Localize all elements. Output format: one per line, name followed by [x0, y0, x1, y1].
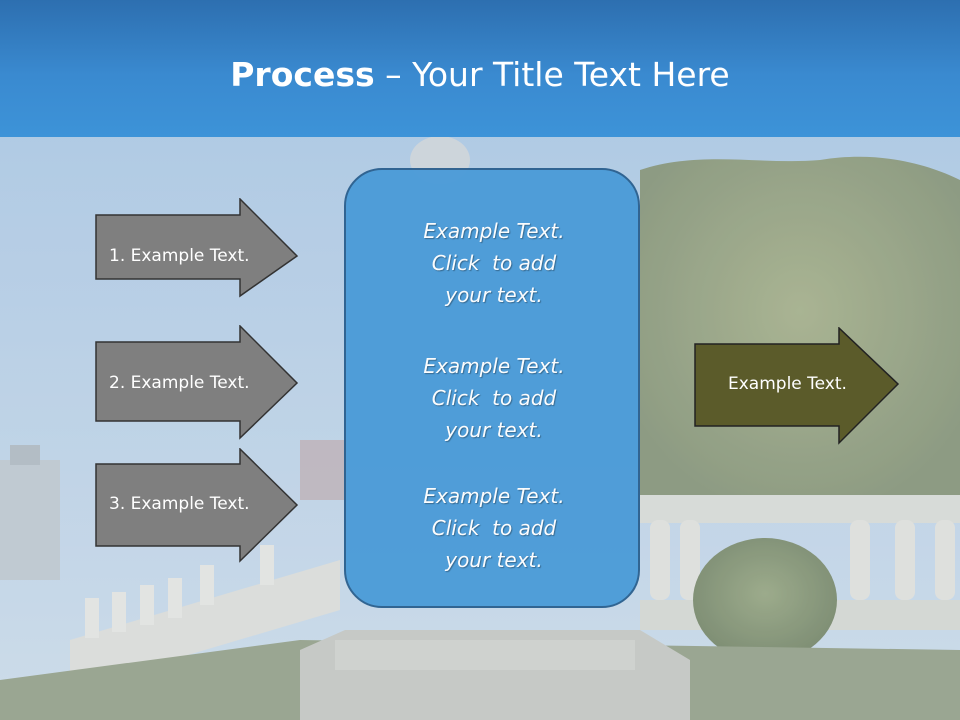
center-block-1-line1: Example Text. [423, 219, 565, 243]
slide-title: Process – Your Title Text Here [0, 54, 960, 96]
center-block-2: Example Text. Click to add your text. [346, 350, 642, 446]
left-arrow-1[interactable]: 1. Example Text. [95, 198, 299, 298]
center-block-1-line2: Click to add [431, 251, 557, 275]
center-block-1-line3: your text. [445, 283, 543, 307]
center-block-3-line3: your text. [445, 548, 543, 572]
center-block-3-line1: Example Text. [423, 484, 565, 508]
arrow-shape [95, 325, 299, 440]
left-arrow-label-2: 2. Example Text. [109, 373, 250, 393]
arrow-shape [694, 327, 900, 445]
center-block-2-line3: your text. [445, 418, 543, 442]
left-arrow-3[interactable]: 3. Example Text. [95, 448, 299, 563]
title-rest: – Your Title Text Here [374, 55, 730, 94]
title-bold: Process [230, 55, 375, 94]
center-block-3: Example Text. Click to add your text. [346, 480, 642, 576]
arrow-shape [95, 448, 299, 563]
center-text-box[interactable]: Example Text. Click to add your text. Ex… [344, 168, 640, 608]
center-block-3-line2: Click to add [431, 516, 557, 540]
arrow-shape [95, 198, 299, 298]
title-bar [0, 0, 960, 137]
right-arrow[interactable]: Example Text. [694, 327, 900, 445]
right-arrow-label: Example Text. [728, 374, 847, 394]
center-block-2-line2: Click to add [431, 386, 557, 410]
left-arrow-label-1: 1. Example Text. [109, 246, 250, 266]
center-block-1: Example Text. Click to add your text. [346, 215, 642, 311]
center-block-2-line1: Example Text. [423, 354, 565, 378]
left-arrow-label-3: 3. Example Text. [109, 494, 250, 514]
left-arrow-2[interactable]: 2. Example Text. [95, 325, 299, 440]
